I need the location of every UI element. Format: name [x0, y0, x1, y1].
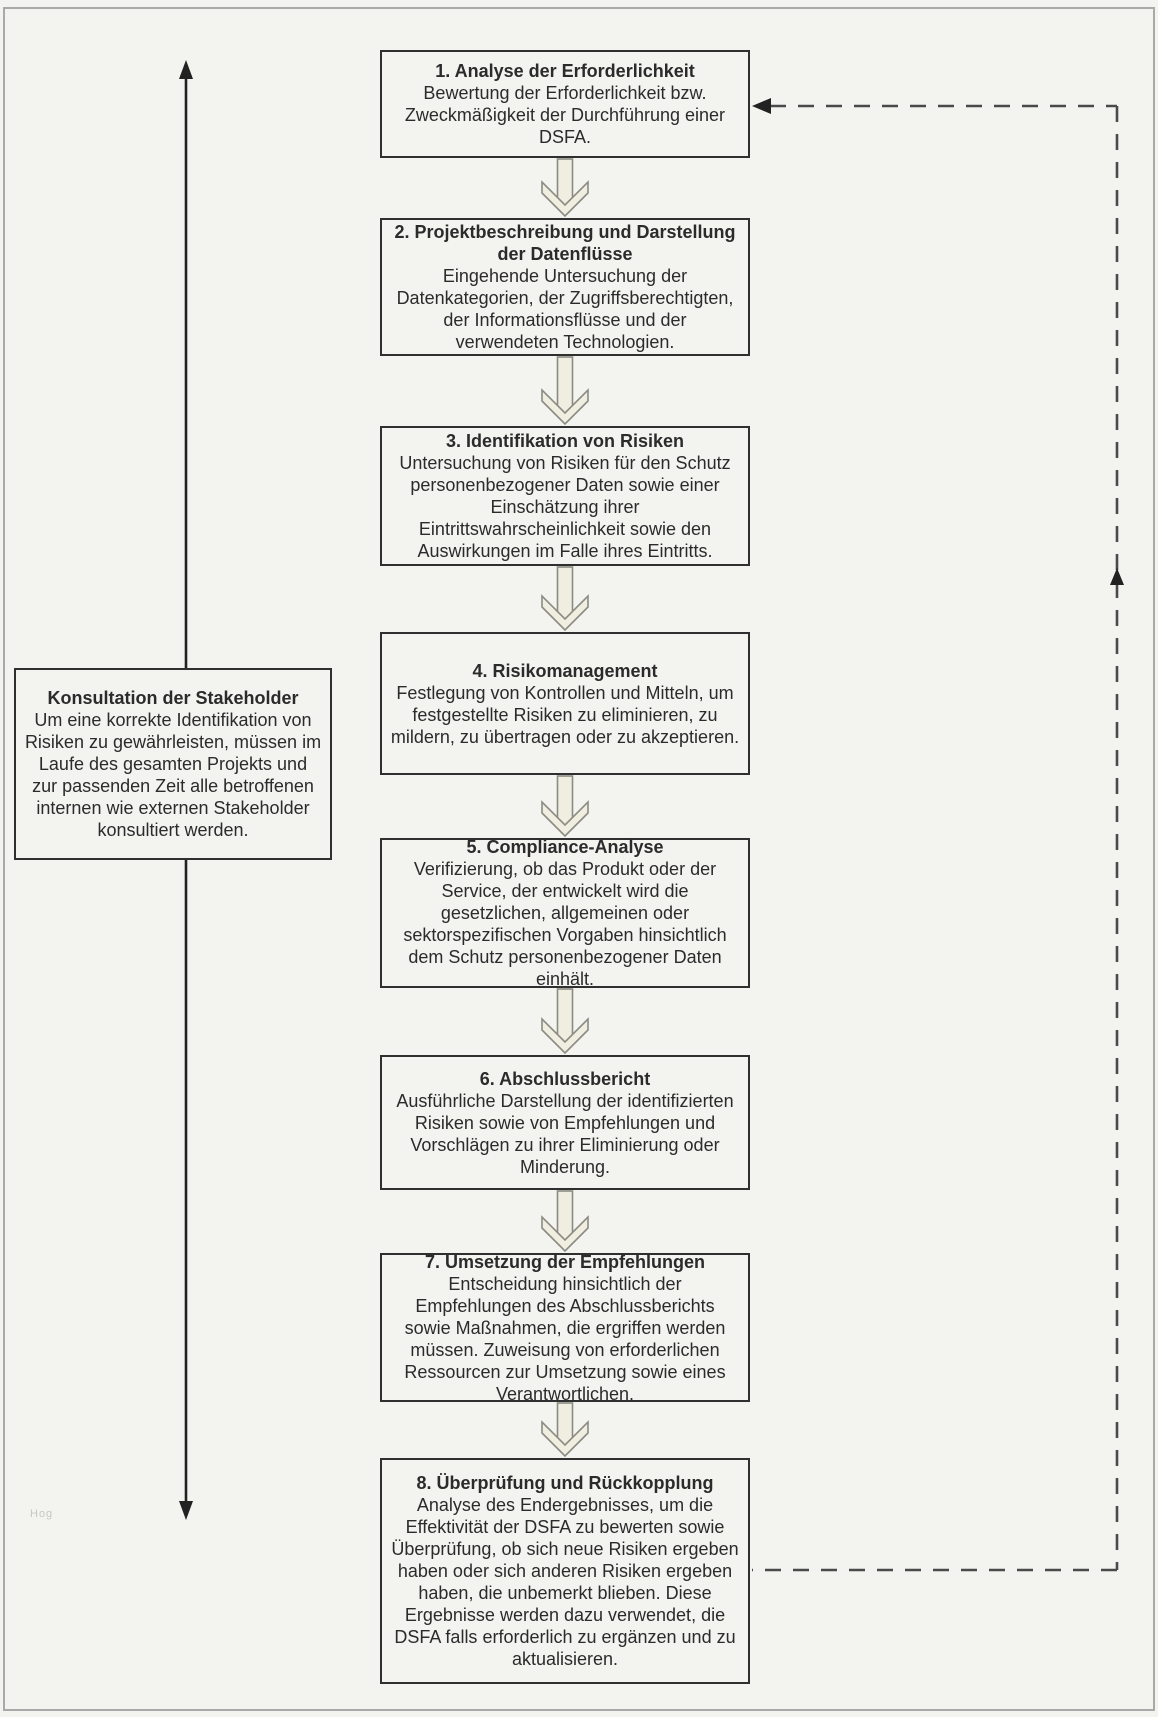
down-block-arrow — [539, 1190, 591, 1253]
step-title: 8. Überprüfung und Rückkopplung — [416, 1473, 714, 1493]
down-block-arrow — [539, 356, 591, 426]
step-body: Entscheidung hinsichtlich der Empfehlung… — [404, 1273, 726, 1404]
down-block-arrow-icon — [541, 158, 589, 218]
step-box-4: 4. Risikomanagement Festlegung von Kontr… — [380, 632, 750, 775]
step-body: Analyse des Endergebnisses, um die Effek… — [391, 1495, 739, 1669]
step-body: Festlegung von Kontrollen und Mitteln, u… — [390, 682, 740, 747]
feedback-arrowhead-left-icon — [752, 98, 771, 114]
step-title: 1. Analyse der Erforderlichkeit — [435, 61, 695, 81]
step-title: 2. Projektbeschreibung und Darstellung d… — [394, 222, 736, 264]
down-block-arrow — [539, 158, 591, 218]
step-title: 4. Risikomanagement — [472, 660, 658, 681]
step-body: Ausführliche Darstellung der identifizie… — [396, 1090, 734, 1177]
down-block-arrow-icon — [541, 356, 589, 426]
down-block-arrow-icon — [541, 988, 589, 1055]
step-body: Verifizierung, ob das Produkt oder der S… — [403, 859, 727, 989]
down-block-arrow — [539, 988, 591, 1055]
step-box-2: 2. Projektbeschreibung und Darstellung d… — [380, 218, 750, 356]
down-block-arrow-icon — [541, 775, 589, 838]
down-block-arrow-icon — [541, 1190, 589, 1253]
step-title: 6. Abschlussbericht — [479, 1068, 651, 1089]
watermark: Hog — [30, 1508, 54, 1520]
step-box-1: 1. Analyse der Erforderlichkeit Bewertun… — [380, 50, 750, 158]
step-box-3: 3. Identifikation von Risiken Untersuchu… — [380, 426, 750, 566]
step-title: 5. Compliance-Analyse — [466, 837, 664, 857]
step-box-7: 7. Umsetzung der Empfehlungen Entscheidu… — [380, 1251, 750, 1404]
step-title: 3. Identifikation von Risiken — [445, 431, 685, 451]
stakeholder-consultation-box: Konsultation der Stakeholder Um eine kor… — [14, 668, 332, 860]
down-block-arrow — [539, 1402, 591, 1458]
step-box-5: 5. Compliance-Analyse Verifizierung, ob … — [380, 837, 750, 989]
down-block-arrow-icon — [541, 1402, 589, 1458]
step-body: Untersuchung von Risiken für den Schutz … — [399, 453, 731, 561]
consultation-body: Um eine korrekte Identifikation von Risi… — [24, 710, 322, 840]
step-box-6: 6. Abschlussbericht Ausführliche Darstel… — [380, 1055, 750, 1190]
arrowhead-down-icon — [179, 1501, 193, 1520]
step-body: Bewertung der Erforderlichkeit bzw. Zwec… — [404, 83, 726, 147]
down-block-arrow-icon — [541, 566, 589, 632]
step-body: Eingehende Untersuchung der Datenkategor… — [396, 266, 734, 352]
step-box-8: 8. Überprüfung und Rückkopplung Analyse … — [380, 1458, 750, 1684]
step-title: 7. Umsetzung der Empfehlungen — [424, 1251, 706, 1272]
down-block-arrow — [539, 775, 591, 838]
feedback-dashed-path — [752, 104, 1119, 1572]
consultation-title: Konsultation der Stakeholder — [47, 688, 299, 708]
down-block-arrow — [539, 566, 591, 632]
feedback-arrowhead-up-icon — [1110, 568, 1124, 585]
arrowhead-up-icon — [179, 60, 193, 79]
